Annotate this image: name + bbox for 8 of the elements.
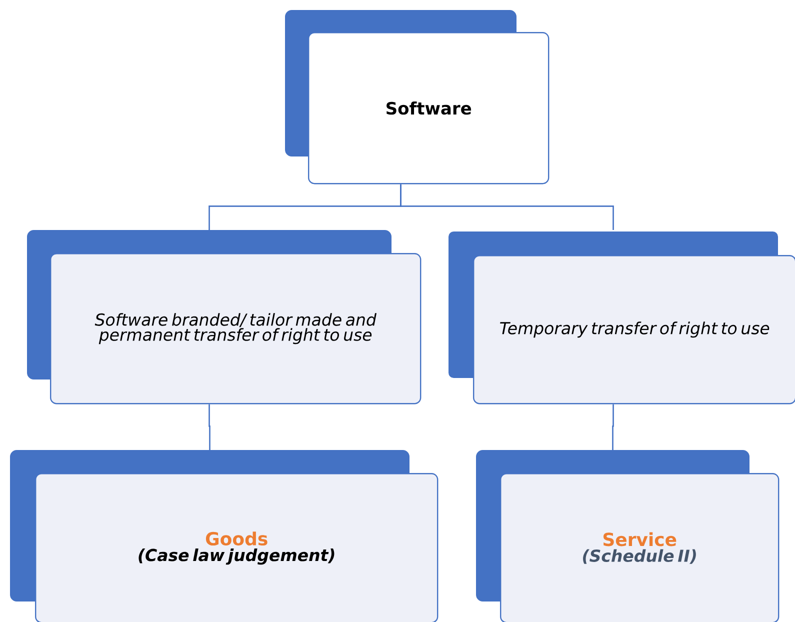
connector-line [612,404,614,450]
text-box: Software branded/ tailor made and permanent transfer of right to use [27,230,422,404]
text-box: Software [285,10,550,184]
connector-line [400,184,614,230]
text-box: Goods (Case law judgement) [10,450,438,622]
text-box: Service (Schedule II) [476,450,780,622]
text-box: Temporary transfer of right to use [447,230,795,404]
connector-line [208,404,210,450]
